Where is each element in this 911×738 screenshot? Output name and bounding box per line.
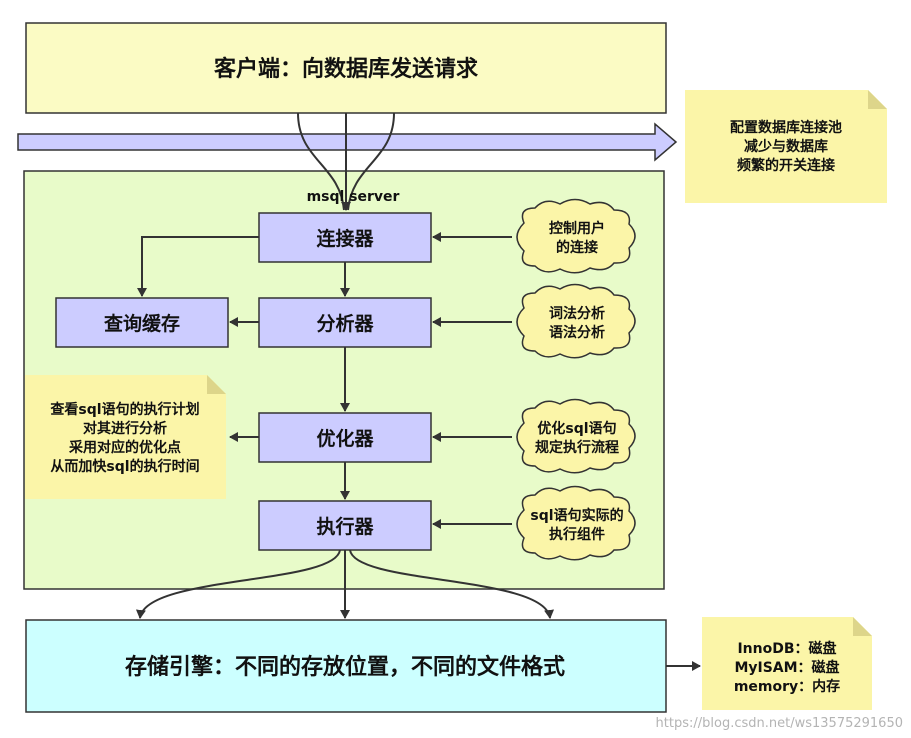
cloud-analyzer-line-2: 语法分析	[549, 324, 605, 341]
engines-note-line-2: MyISAM：磁盘	[734, 659, 839, 676]
cloud-connector-line-1: 控制用户	[549, 220, 605, 237]
query-cache-label: 查询缓存	[103, 312, 180, 335]
storage-engine-title: 存储引擎：不同的存放位置，不同的文件格式	[125, 654, 565, 680]
client-to-connector-lines	[297, 112, 395, 211]
cloud-icon	[516, 485, 636, 561]
sticky-note-icon	[685, 90, 887, 203]
optimizer-note-line-3: 采用对应的优化点	[68, 439, 181, 456]
sticky-note-icon	[702, 617, 872, 710]
optimizer-box	[258, 412, 432, 463]
query-cache-box	[55, 297, 229, 348]
pool-note-line-2: 减少与数据库	[744, 138, 828, 155]
optimizer-note-line-4: 从而加快sql的执行时间	[50, 458, 199, 475]
client-title: 客户端：向数据库发送请求	[214, 56, 478, 82]
pool-note-line-3: 频繁的开关连接	[737, 157, 835, 174]
client-box	[25, 22, 667, 114]
optimizer-note-line-1: 查看sql语句的执行计划	[50, 401, 199, 418]
internal-arrows	[137, 232, 512, 529]
engines-note-line-1: InnoDB：磁盘	[737, 640, 836, 657]
executor-to-storage-arrows	[135, 549, 701, 671]
optimizer-note-line-2: 对其进行分析	[83, 420, 167, 437]
cloud-analyzer-line-1: 词法分析	[549, 305, 605, 322]
cloud-optimizer-line-2: 规定执行流程	[535, 439, 619, 456]
executor-label: 执行器	[316, 515, 374, 538]
cloud-icon	[516, 283, 636, 359]
pool-note-line-1: 配置数据库连接池	[730, 119, 842, 136]
server-label: msql server	[307, 189, 400, 205]
watermark: https://blog.csdn.net/ws13575291650	[656, 716, 903, 731]
storage-engine-box	[25, 619, 667, 713]
cloud-icon	[516, 398, 636, 474]
cloud-executor-line-1: sql语句实际的	[530, 507, 623, 524]
cloud-executor-line-2: 执行组件	[549, 526, 605, 543]
engines-note-line-3: memory：内存	[734, 678, 840, 695]
analyzer-label: 分析器	[316, 312, 374, 335]
cloud-optimizer-line-1: 优化sql语句	[537, 420, 616, 437]
connector-label: 连接器	[316, 227, 374, 250]
optimizer-label: 优化器	[316, 427, 374, 450]
sticky-note-icon	[25, 375, 226, 499]
cloud-connector-line-2: 的连接	[556, 239, 598, 256]
cloud-icon	[516, 198, 636, 274]
executor-box	[258, 500, 432, 551]
